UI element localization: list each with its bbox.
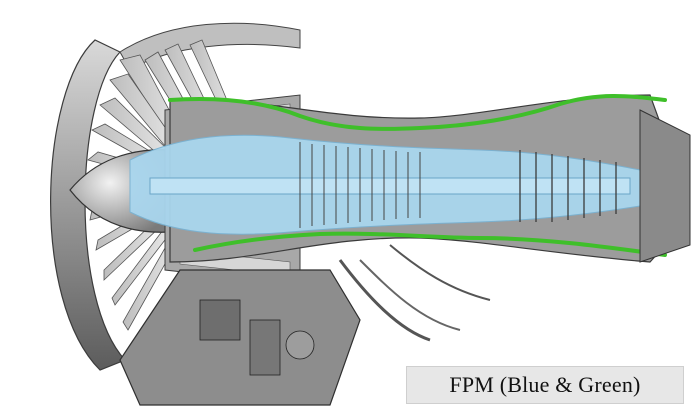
caption-text: FPM (Blue & Green) [449,372,641,397]
engine-shaft [149,177,631,195]
green-bypass-boundary [168,94,667,257]
fan-casing [50,22,301,371]
caption-box: FPM (Blue & Green) [406,366,684,404]
exhaust-nozzle [639,109,691,263]
compressor-stages [299,142,421,228]
turbine-stages [519,150,617,222]
accessory-gearbox [119,244,491,406]
